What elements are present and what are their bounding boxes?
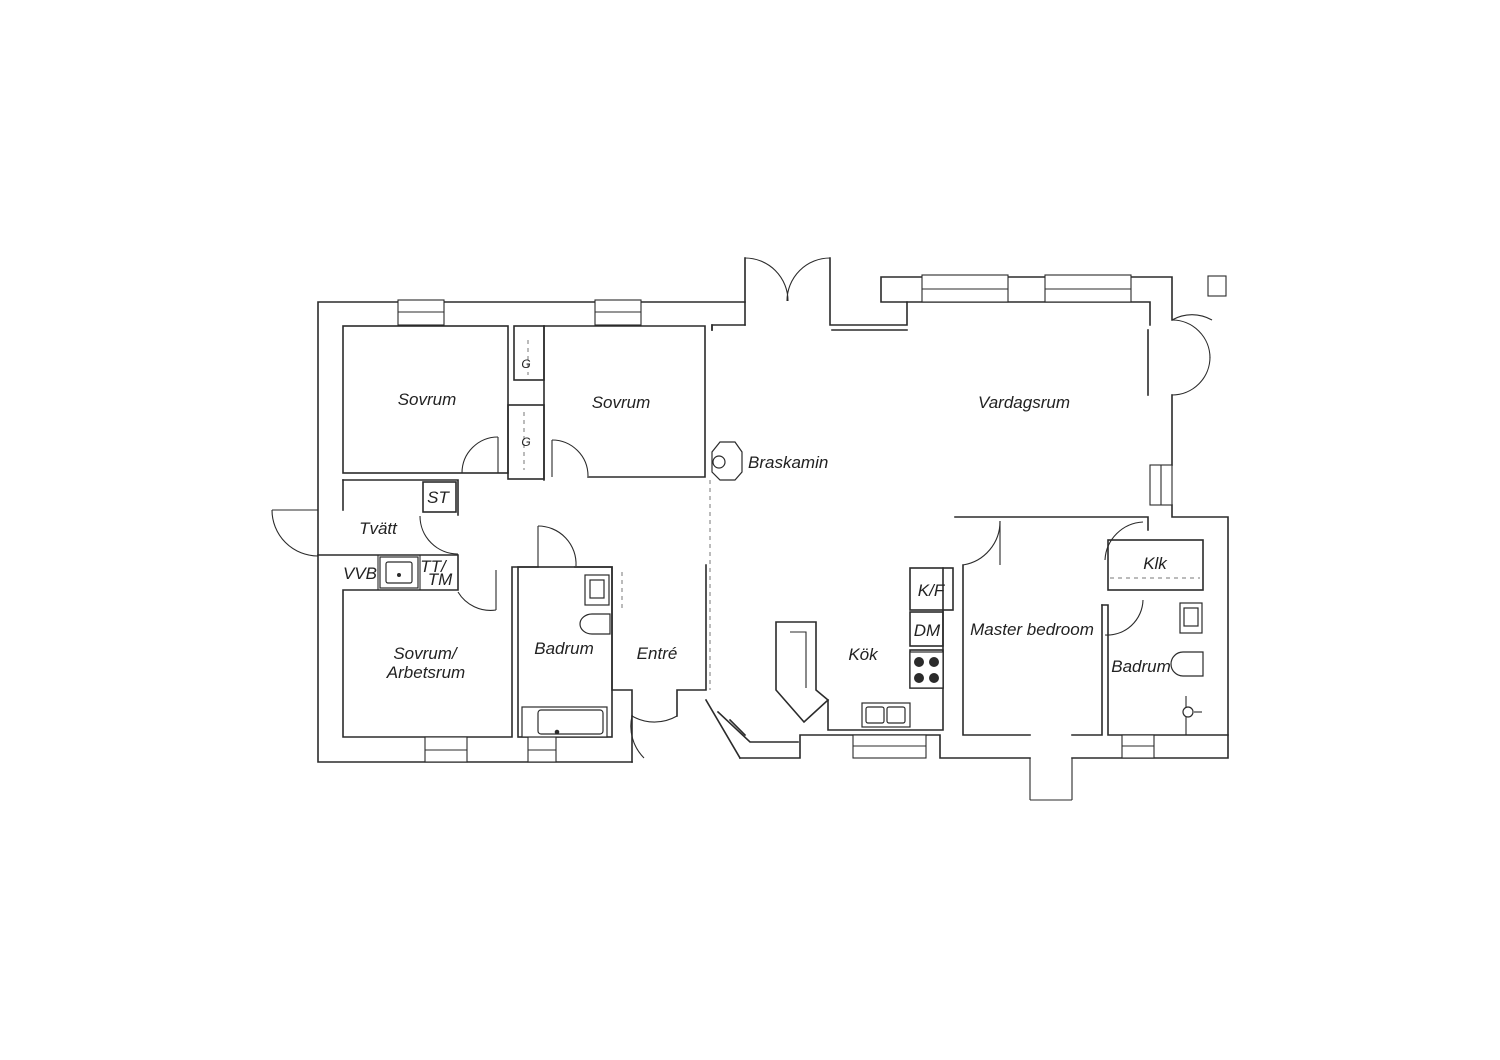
outer-walls <box>317 257 1229 763</box>
washbasin-icon <box>584 574 610 606</box>
dashed-lines <box>523 340 1200 690</box>
fireplace-icon <box>711 441 743 481</box>
label-garderob-2: G <box>521 435 530 449</box>
label-kok: Kök <box>848 645 879 664</box>
label-vardagsrum: Vardagsrum <box>978 393 1070 412</box>
bathtub-icon <box>521 706 608 738</box>
label-sovrum-arbetsrum-line2: Arbetsrum <box>386 663 465 682</box>
label-sovrum-1: Sovrum <box>398 390 457 409</box>
label-klk: Klk <box>1143 554 1168 573</box>
label-dm: DM <box>914 621 941 640</box>
windows <box>397 274 1227 763</box>
label-master-bedroom: Master bedroom <box>970 620 1094 639</box>
label-badrum-1: Badrum <box>534 639 594 658</box>
doors <box>271 257 1213 801</box>
master-washbasin-icon <box>1179 602 1203 634</box>
kitchen-sink-icon <box>861 702 911 728</box>
label-tm: TM <box>428 570 453 589</box>
label-st: ST <box>427 488 450 507</box>
label-vvb: VVB <box>343 564 377 583</box>
label-entre: Entré <box>637 644 678 663</box>
label-badrum-2: Badrum <box>1111 657 1171 676</box>
shower-icon <box>1182 696 1202 735</box>
label-kf: K/F <box>918 581 946 600</box>
label-braskamin: Braskamin <box>748 453 828 472</box>
laundry-sink-icon <box>379 556 419 589</box>
label-garderob-1: G <box>521 357 530 371</box>
fixtures <box>377 441 1204 738</box>
label-sovrum-arbetsrum-line1: Sovrum/ <box>393 644 459 663</box>
room-labels: Sovrum Sovrum Vardagsrum Braskamin Tvätt… <box>343 357 1171 682</box>
label-tvatt: Tvätt <box>359 519 398 538</box>
toilet-icon <box>579 613 611 635</box>
stove-icon <box>909 651 944 689</box>
master-toilet-icon <box>1170 651 1204 677</box>
label-sovrum-2: Sovrum <box>592 393 651 412</box>
label-tt: TT/ <box>420 557 448 576</box>
